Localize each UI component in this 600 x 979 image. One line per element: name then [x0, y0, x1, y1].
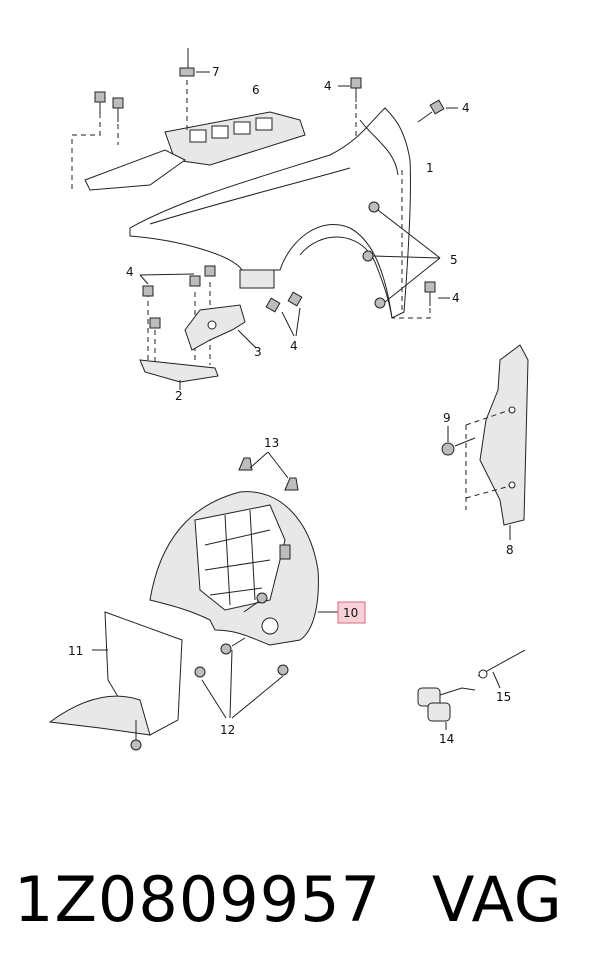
seal-strip-part-8 [465, 344, 529, 540]
callout-2: 2 [175, 389, 183, 403]
connector-part-14 [417, 687, 476, 730]
callout-11: 11 [68, 644, 83, 658]
clips-part-13 [238, 451, 299, 491]
brand-name: VAG [432, 863, 563, 936]
screws-part-12 [194, 592, 289, 719]
callout-6: 6 [252, 83, 260, 97]
callout-8: 8 [506, 543, 514, 557]
callout-4-top-right: 4 [462, 101, 470, 115]
bracket-part-2 [139, 282, 219, 390]
bolt-top-center [338, 77, 362, 140]
fasteners-part-5 [362, 201, 441, 309]
callout-15: 15 [496, 690, 511, 704]
bolt-top-right [417, 99, 458, 123]
callout-4-top: 4 [324, 79, 332, 93]
callout-4-middle: 4 [290, 339, 298, 353]
nut-part-9 [441, 426, 476, 456]
callout-14: 14 [439, 732, 454, 746]
part-number: 1Z0809957 [14, 863, 382, 936]
callout-9: 9 [443, 411, 451, 425]
callout-5: 5 [450, 253, 458, 267]
callout-12: 12 [220, 723, 235, 737]
callout-10: 10 [343, 606, 358, 620]
callout-10-highlight: 10 [337, 601, 366, 624]
bolt-group-middle-4 [265, 291, 303, 337]
screw-part-7 [179, 48, 210, 130]
parts-diagram: 7 6 4 4 1 5 4 4 4 3 2 9 13 8 10 11 15 12… [48, 48, 529, 751]
bolt-group-left-4 [139, 265, 216, 329]
wheel-arch-liner-part-10 [149, 491, 338, 646]
callout-1: 1 [426, 161, 434, 175]
callout-4-right: 4 [452, 291, 460, 305]
bracket-part-3 [184, 304, 257, 351]
splash-guard-part-11 [48, 611, 183, 751]
bolt-lower-right [392, 281, 450, 319]
callout-4-left: 4 [126, 265, 134, 279]
callout-3: 3 [254, 345, 262, 359]
probe-part-15 [477, 649, 526, 689]
caption-bar: 1Z0809957 VAG [0, 855, 600, 955]
bolt-group-top-left [71, 91, 124, 190]
trim-bracket-part-6 [84, 111, 306, 191]
callout-7: 7 [212, 65, 220, 79]
callout-13: 13 [264, 436, 279, 450]
